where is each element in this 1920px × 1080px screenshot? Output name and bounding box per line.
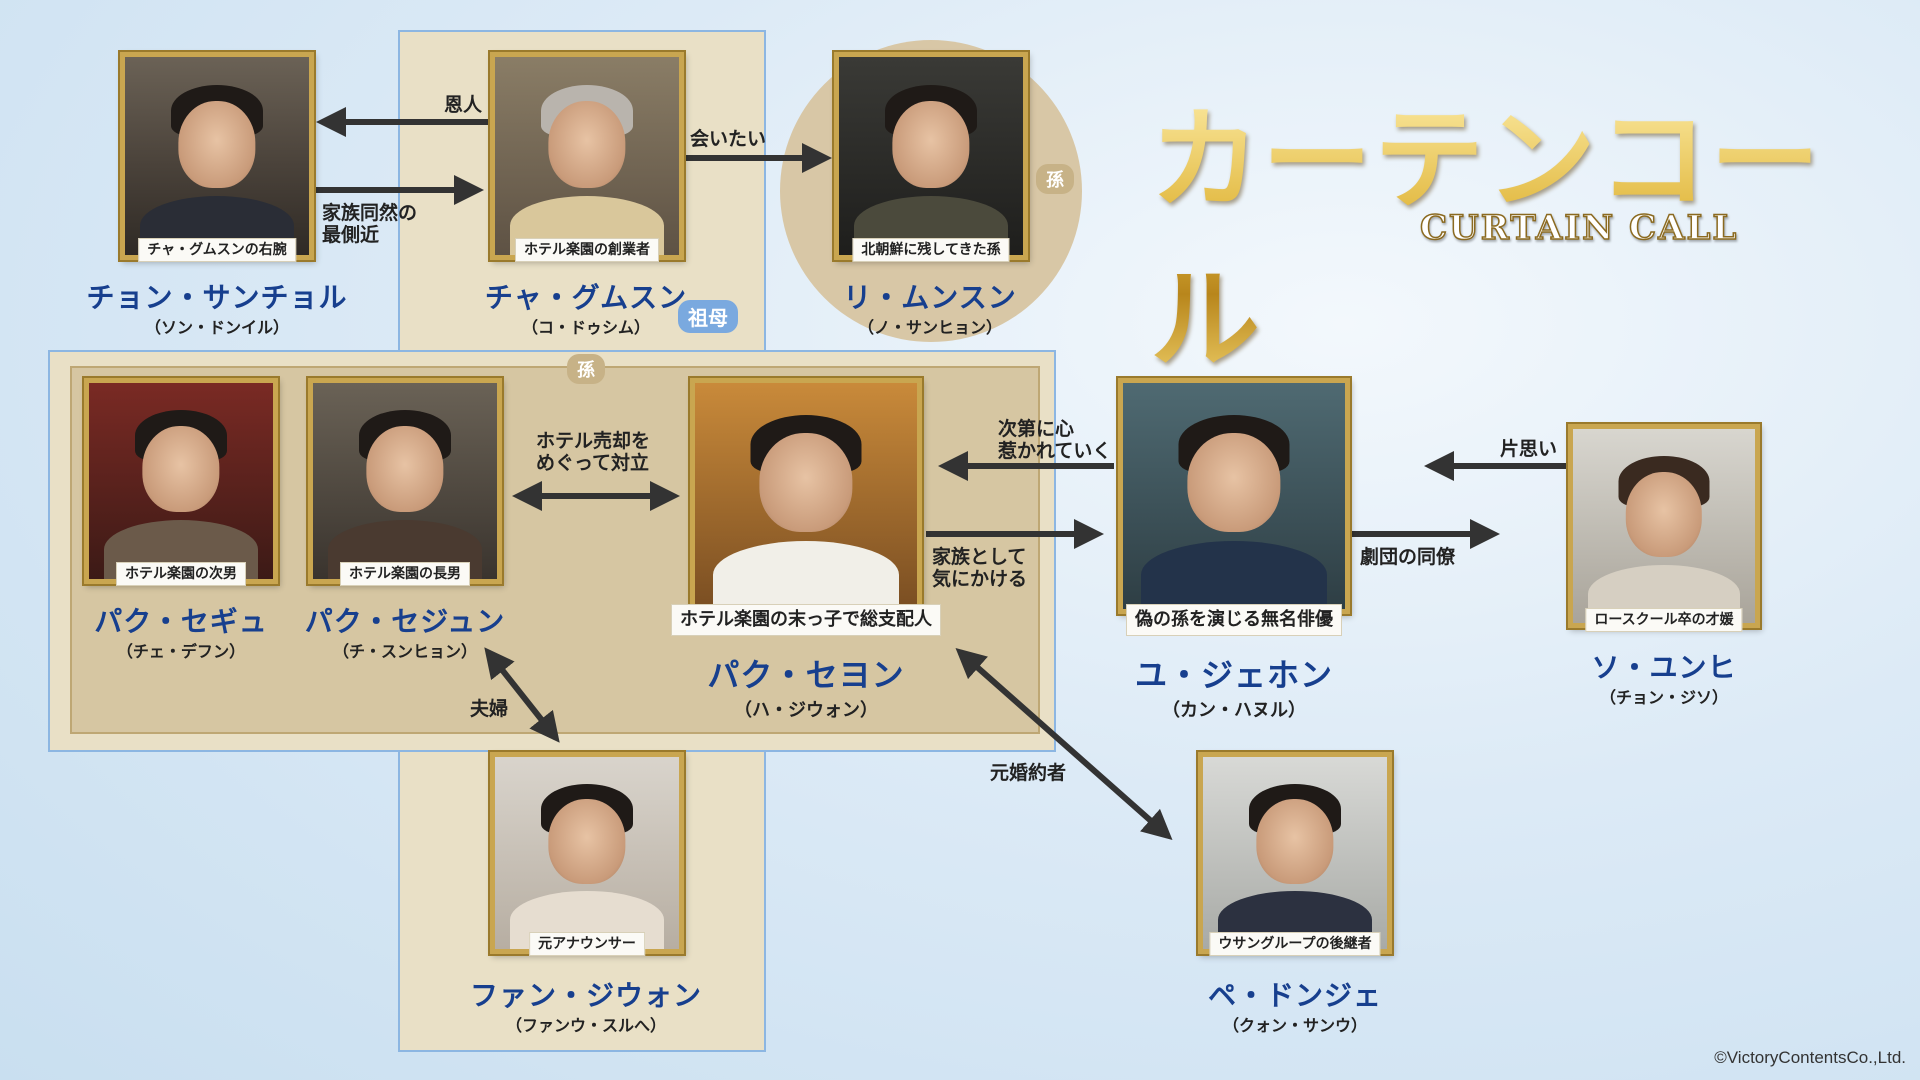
character-name-seyeon: パク・セヨン [707, 656, 905, 694]
label-kataomoi: 片思い [1500, 438, 1558, 460]
character-caption: ウサングループの後継者 [1209, 932, 1381, 956]
portrait-photo [313, 383, 497, 579]
character-name-jeong: チョン・サンチョル [86, 281, 348, 314]
copyright-notice: ©VictoryContentsCo.,Ltd. [1714, 1048, 1906, 1067]
portrait-photo [125, 57, 309, 255]
character-caption: 北朝鮮に残してきた孫 [852, 238, 1010, 262]
character-card-bae: ウサングループの後継者 [1198, 752, 1392, 956]
actor-name-sejun: （チ・スンヒョン） [332, 642, 478, 661]
actor-name-yu: （カン・ハヌル） [1162, 700, 1306, 721]
actor-name-segyu: （チェ・デフン） [116, 642, 246, 661]
portrait-photo [1573, 429, 1755, 623]
character-card-sejun: ホテル楽園の長男 [308, 378, 502, 586]
portrait-frame [308, 378, 502, 584]
portrait-photo [695, 383, 917, 609]
portrait-frame [1568, 424, 1760, 628]
character-name-hwang: ファン・ジウォン [469, 979, 703, 1012]
character-caption: ホテル楽園の創業者 [515, 238, 659, 262]
character-name-sejun: パク・セジュン [304, 605, 506, 638]
character-caption: 偽の孫を演じる無名俳優 [1126, 604, 1342, 636]
character-caption: チャ・グムスンの右腕 [138, 238, 296, 262]
character-caption: ホテル楽園の末っ子で総支配人 [671, 604, 941, 636]
character-card-yu: 偽の孫を演じる無名俳優 [1118, 378, 1350, 636]
character-name-segyu: パク・セギュ [94, 605, 268, 638]
character-name-yu: ユ・ジェホン [1134, 656, 1334, 694]
actor-name-so: （チョン・ジソ） [1599, 688, 1729, 707]
character-card-hwang: 元アナウンサー [490, 752, 684, 956]
character-caption: 元アナウンサー [529, 932, 645, 956]
label-kazoku-kinikakeru: 家族として 気にかける [932, 546, 1028, 590]
portrait-frame [490, 752, 684, 954]
label-motokonyaku: 元婚約者 [990, 762, 1067, 784]
label-shidai: 次第に心 惹かれていく [998, 418, 1112, 462]
label-hotel-baikyaku: ホテル売却を めぐって対立 [536, 430, 651, 474]
actor-name-jeong: （ソン・ドンイル） [144, 318, 290, 337]
portrait-frame [84, 378, 278, 584]
character-card-ri: 北朝鮮に残してきた孫 [834, 52, 1028, 262]
portrait-photo [839, 57, 1023, 255]
actor-name-seyeon: （ハ・ジウォン） [734, 700, 878, 721]
character-name-cha: チャ・グムスン [484, 281, 688, 314]
character-caption: ホテル楽園の次男 [116, 562, 246, 586]
portrait-frame [690, 378, 922, 614]
label-gekidan: 劇団の同僚 [1360, 546, 1456, 568]
actor-name-hwang: （ファンウ・スルへ） [505, 1016, 667, 1035]
portrait-photo [495, 757, 679, 949]
portrait-frame [1118, 378, 1350, 614]
character-name-ri: リ・ムンスン [843, 281, 1017, 314]
actor-name-ri: （ノ・サンヒョン） [857, 318, 1003, 337]
label-kazoku-dozen: 家族同然の 最側近 [322, 202, 418, 246]
character-name-bae: ペ・ドンジェ [1207, 979, 1383, 1012]
character-card-jeong: チャ・グムスンの右腕 [120, 52, 314, 262]
character-card-so: ロースクール卒の才媛 [1568, 424, 1760, 632]
character-caption: ロースクール卒の才媛 [1585, 608, 1743, 632]
portrait-photo [495, 57, 679, 255]
tag-grandmother: 祖母 [678, 300, 738, 333]
title-english: CURTAIN CALL [1419, 207, 1739, 249]
label-fufu: 夫婦 [470, 698, 509, 720]
character-card-segyu: ホテル楽園の次男 [84, 378, 278, 586]
portrait-frame [490, 52, 684, 260]
portrait-photo [89, 383, 273, 579]
portrait-photo [1203, 757, 1387, 949]
actor-name-cha: （コ・ドゥシム） [521, 318, 651, 337]
title-japanese: カーテンコール [1150, 70, 1920, 390]
character-card-cha: ホテル楽園の創業者 [490, 52, 684, 262]
portrait-frame [1198, 752, 1392, 954]
character-card-seyeon: ホテル楽園の末っ子で総支配人 [671, 378, 941, 636]
portrait-photo [1123, 383, 1345, 609]
tag-grandson: 孫 [1036, 164, 1074, 194]
character-caption: ホテル楽園の長男 [340, 562, 470, 586]
tag-grandchildren: 孫 [567, 354, 605, 384]
portrait-frame [120, 52, 314, 260]
label-aitai: 会いたい [690, 128, 767, 150]
label-onjin: 恩人 [444, 94, 483, 116]
character-name-so: ソ・ユンヒ [1591, 651, 1737, 684]
portrait-frame [834, 52, 1028, 260]
actor-name-bae: （クォン・サンウ） [1222, 1016, 1368, 1035]
